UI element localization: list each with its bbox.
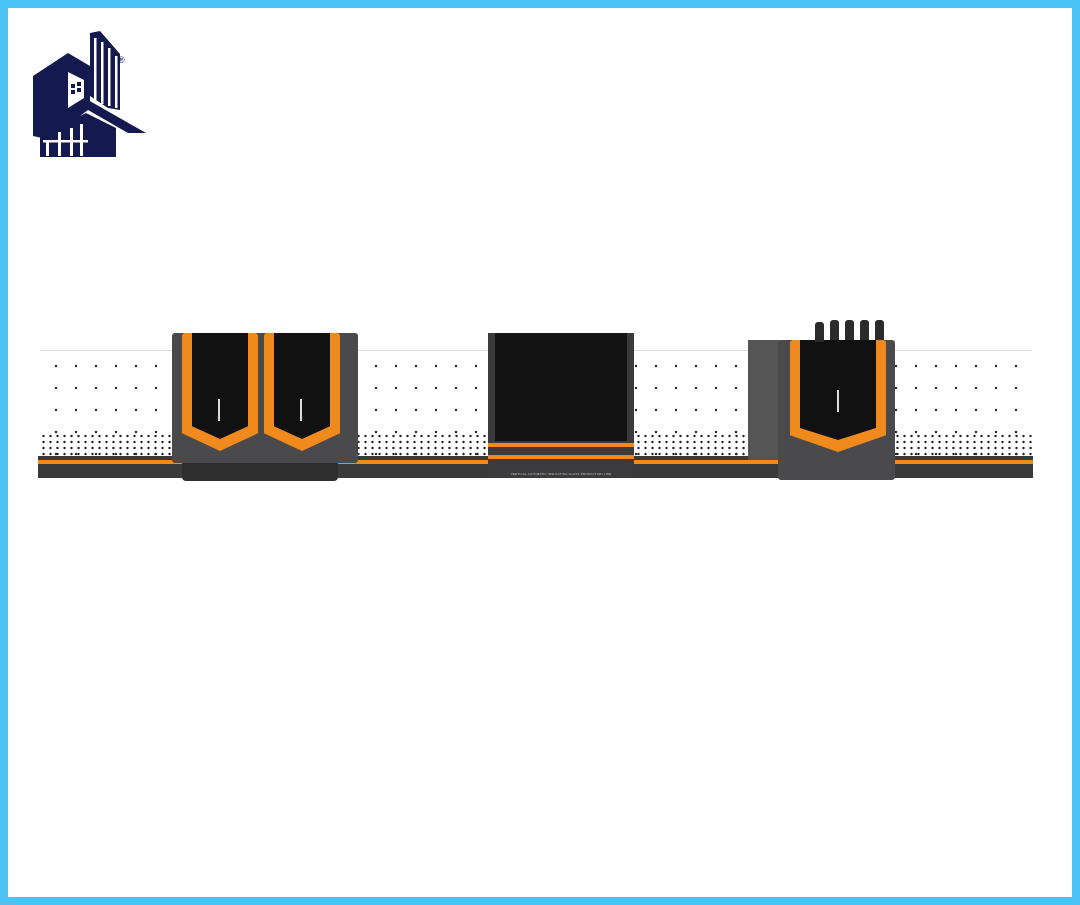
assembly-machine: VERTICAL AUTOMATIC INSULATING GLASS PROD…: [488, 333, 634, 478]
nozzle: [815, 322, 824, 342]
machine-label: VERTICAL AUTOMATIC INSULATING GLASS PROD…: [510, 472, 612, 476]
machine-door-right: [264, 333, 340, 451]
company-logo: ®: [28, 28, 153, 160]
nozzle: [845, 320, 854, 340]
nozzle: [875, 320, 884, 340]
machine-base: [182, 463, 338, 481]
registered-mark: ®: [118, 55, 125, 65]
nozzle: [860, 320, 869, 340]
orange-bar: [488, 443, 634, 447]
side-cabinet: [748, 340, 780, 460]
sealing-machine: [778, 340, 895, 480]
press-panel: [495, 333, 627, 441]
building-logo-icon: [33, 31, 146, 157]
production-line-image: VERTICAL AUTOMATIC INSULATING GLASS PROD…: [38, 318, 1033, 488]
nozzle: [830, 320, 839, 340]
orange-bar: [488, 455, 634, 459]
machine-door-left: [182, 333, 258, 451]
washing-machine: [172, 333, 358, 463]
sealing-door: [790, 340, 886, 452]
